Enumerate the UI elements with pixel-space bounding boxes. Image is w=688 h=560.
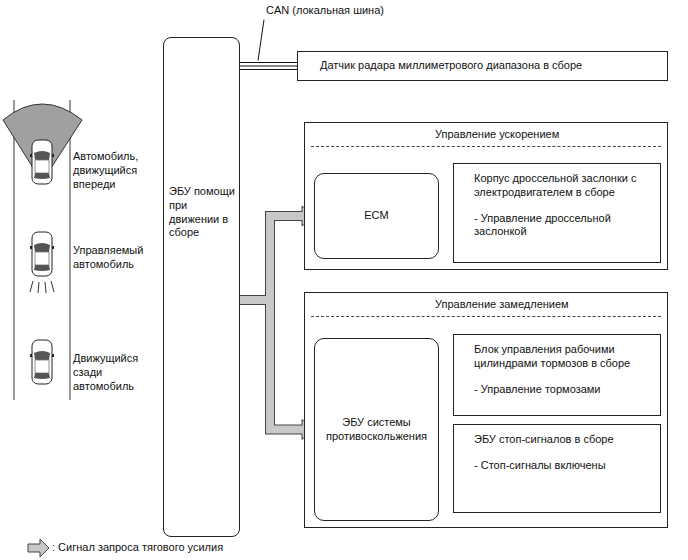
bus-label: CAN (локальная шина): [266, 4, 384, 18]
lane-line: [70, 100, 71, 400]
main-ecu-box: ЭБУ помощи при движении в сборе: [163, 37, 240, 537]
component-box: ЭБУ стоп-сигналов в сборе - Стоп-сигналы …: [453, 424, 661, 513]
car-controlled: [30, 232, 54, 276]
request-arrow: [240, 300, 303, 430]
motion-lines: [30, 281, 54, 293]
component-name: Датчик радара миллиметрового диапазона в…: [320, 59, 582, 73]
can-bus-line: [240, 63, 297, 70]
request-arrow: [240, 216, 303, 300]
component-name: Блок управления рабочими цилиндрами торм…: [474, 343, 634, 371]
legend-row: : Сигнал запроса тягового усилия: [52, 541, 223, 555]
component-box: Корпус дроссельной заслонки с электродви…: [453, 163, 661, 263]
ecu-box: ЭБУ системы противоскольжения: [314, 338, 439, 521]
component-name: ЭБУ стоп-сигналов в сборе: [474, 433, 652, 447]
control-group-box: Управление ускорениемECM Корпус дроссельн…: [304, 122, 668, 270]
component-name: ECM: [364, 209, 388, 223]
can-wire: [240, 65, 297, 66]
legend-arrow-symbol: [28, 539, 49, 557]
function-note: - Стоп-сигналы включены: [474, 459, 652, 473]
can-wire: [240, 69, 297, 70]
control-group-box: Управление замедлениемЭБУ системы против…: [304, 292, 668, 528]
car-front: [30, 140, 54, 184]
group-heading: Управление замедлением: [311, 293, 661, 317]
component-name: ЭБУ системы противоскольжения: [318, 416, 435, 444]
vehicle-label: Автомобиль, движущийся впереди: [73, 150, 145, 191]
function-note: - Управление тормозами: [474, 383, 634, 397]
can-wire: [240, 62, 297, 63]
leader-line: [258, 20, 264, 61]
legend-text: : Сигнал запроса тягового усилия: [52, 541, 223, 555]
lane-line: [14, 100, 15, 400]
function-note: - Управление дроссельной заслонкой: [474, 212, 652, 240]
component-box: Блок управления рабочими цилиндрами торм…: [453, 334, 661, 416]
component-name: Корпус дроссельной заслонки с электродви…: [474, 172, 652, 200]
request-arrow-outline: [240, 300, 303, 430]
component-name: ЭБУ помощи при движении в сборе: [169, 185, 237, 240]
component-box: Датчик радара миллиметрового диапазона в…: [297, 51, 668, 81]
group-heading: Управление ускорением: [311, 123, 661, 147]
vehicle-label: Движущийся сзади автомобиль: [73, 352, 145, 393]
car-rear: [30, 340, 54, 384]
request-arrow-outline: [240, 216, 303, 300]
vehicle-label: Управляемый автомобиль: [73, 244, 145, 272]
ecu-box: ECM: [314, 173, 439, 259]
